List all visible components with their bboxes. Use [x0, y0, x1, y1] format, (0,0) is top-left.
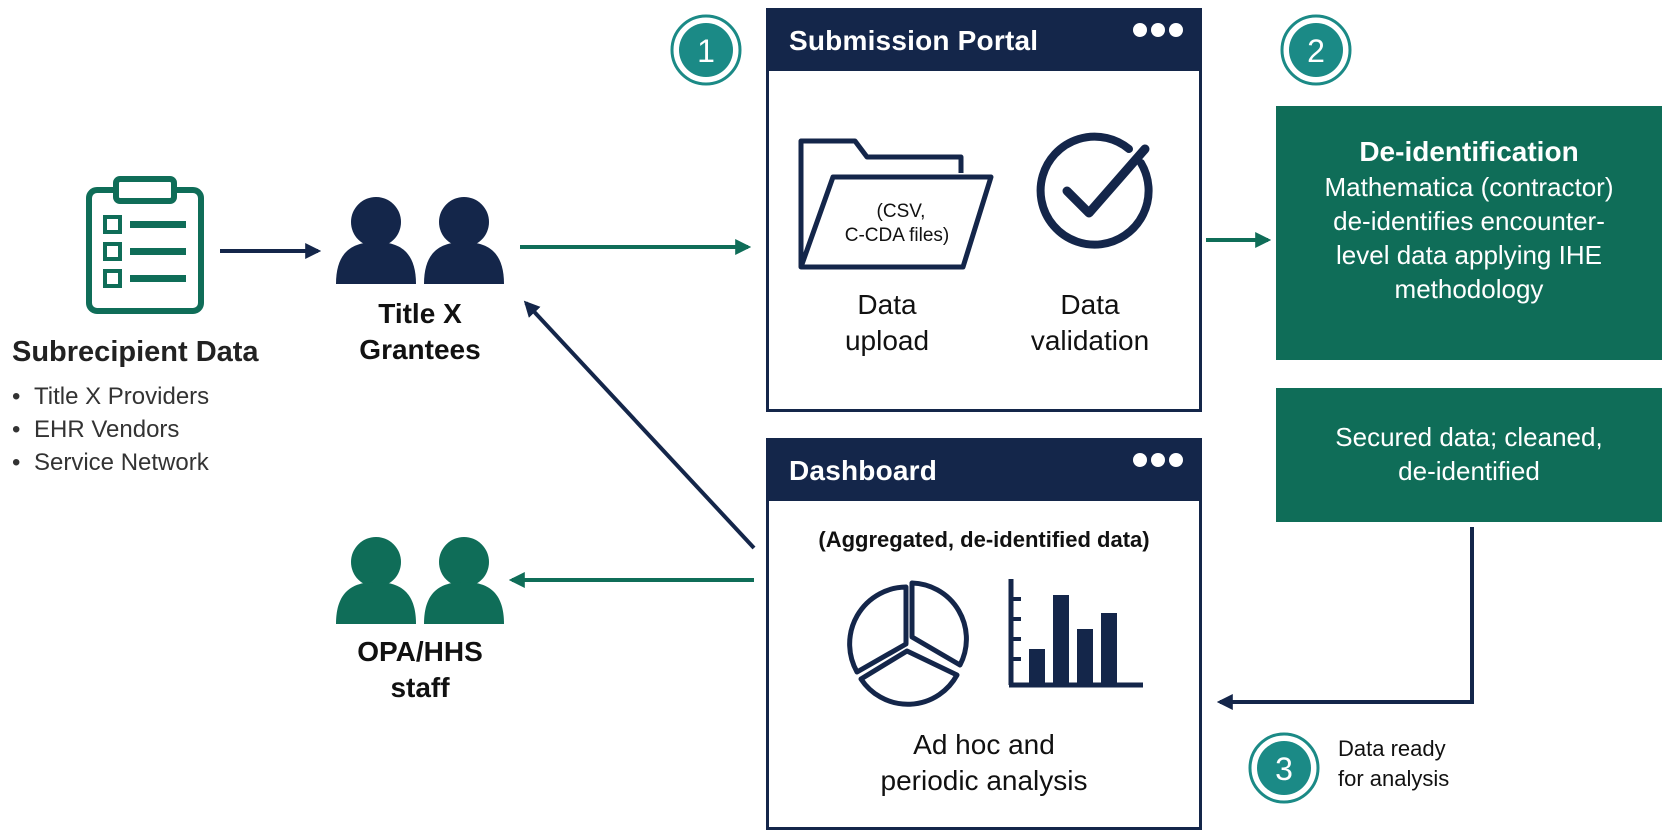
staff-label: OPA/HHS staff	[357, 636, 483, 703]
list-item: •Title X Providers	[12, 383, 210, 410]
secured-data-box: Secured data; cleaned, de-identified	[1276, 388, 1662, 522]
clipboard-icon	[86, 176, 204, 314]
dashboard-subtitle: (Aggregated, de-identified data)	[818, 527, 1150, 552]
arrow-dashboard-to-grantees	[523, 300, 756, 550]
folder-text-line2: C-CDA files)	[845, 225, 950, 246]
grantees-label: Title X Grantees	[359, 298, 481, 365]
analysis-label: Ad hoc and periodic analysis	[880, 729, 1088, 796]
step-1-number: 1	[697, 33, 715, 69]
submission-portal-window: Submission Portal (CSV, C-CDA files) Dat…	[766, 8, 1202, 412]
dashboard-titlebar: Dashboard	[769, 441, 1199, 501]
arrow-secured-to-dashboard	[1216, 527, 1474, 710]
deidentification-title: De-identification	[1359, 136, 1579, 167]
dashboard-title: Dashboard	[789, 455, 938, 486]
bar-chart-icon	[1008, 579, 1143, 688]
step-3-badge: 3	[1248, 732, 1320, 804]
step-2-number: 2	[1307, 33, 1325, 69]
submission-portal-titlebar: Submission Portal	[769, 11, 1199, 71]
pie-chart-icon	[847, 580, 969, 707]
submission-portal-title: Submission Portal	[789, 25, 1039, 56]
more-options-icon[interactable]	[1129, 23, 1183, 42]
subrecipient-title: Subrecipient Data	[12, 336, 259, 368]
step-3-caption: Data ready for analysis	[1338, 736, 1450, 791]
more-options-icon[interactable]	[1129, 453, 1183, 472]
dashboard-window: Dashboard (Aggregated, de-identified dat…	[766, 438, 1202, 830]
step-3-number: 3	[1275, 751, 1293, 787]
step-2-badge: 2	[1280, 14, 1352, 86]
list-item: •EHR Vendors	[12, 416, 180, 443]
step-1-badge: 1	[670, 14, 742, 86]
deidentification-box: De-identification Mathematica (contracto…	[1276, 106, 1662, 360]
subrecipient-block: Subrecipient Data •Title X Providers •EH…	[12, 334, 312, 479]
staff-people-icon	[336, 537, 504, 624]
folder-icon: (CSV, C-CDA files)	[798, 138, 994, 270]
data-validation-label: Data validation	[1030, 289, 1150, 356]
folder-text-line1: (CSV,	[877, 201, 926, 222]
subrecipient-list: •Title X Providers •EHR Vendors •Service…	[12, 380, 312, 479]
check-circle-icon	[1036, 132, 1153, 249]
list-item: •Service Network	[12, 449, 209, 476]
data-upload-label: Data upload	[844, 289, 930, 356]
grantees-people-icon	[336, 197, 504, 284]
